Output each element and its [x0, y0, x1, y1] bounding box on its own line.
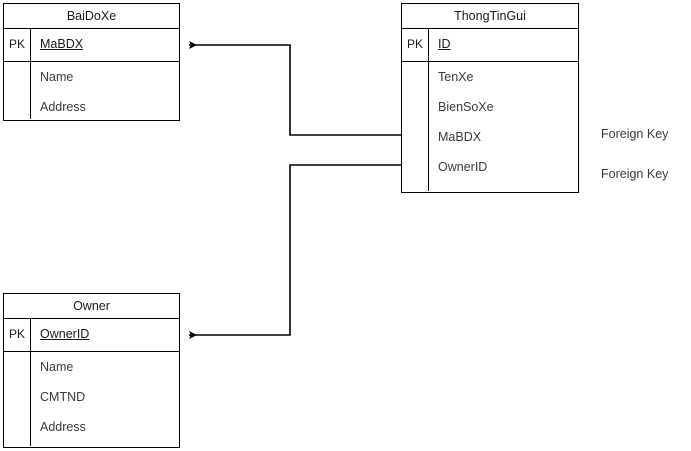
entity-baidoxe-pk-field-text: MaBDX [40, 37, 84, 51]
entity-baidoxe-body: Name Address [4, 62, 179, 119]
entity-owner[interactable]: Owner PK OwnerID Name CMTND Address [3, 293, 180, 448]
entity-thongtingui-fields: TenXe BienSoXe MaBDX OwnerID [429, 62, 578, 191]
entity-baidoxe-gutter [4, 62, 31, 119]
foreign-key-label-mabdx: Foreign Key [601, 127, 669, 141]
entity-baidoxe[interactable]: BaiDoXe PK MaBDX Name Address [3, 3, 180, 121]
entity-owner-pk-row: PK OwnerID [4, 319, 179, 352]
entity-thongtingui[interactable]: ThongTinGui PK ID TenXe BienSoXe MaBDX O… [401, 3, 579, 193]
connector-mabdx-to-baidoxe [189, 41, 401, 136]
entity-thongtingui-pk-row: PK ID [402, 29, 578, 62]
entity-owner-fields: Name CMTND Address [31, 352, 179, 446]
entity-baidoxe-pk-row: PK MaBDX [4, 29, 179, 62]
entity-baidoxe-field-address: Address [40, 100, 86, 114]
entity-owner-gutter [4, 352, 31, 446]
entity-owner-pk-tag: PK [4, 319, 31, 351]
entity-baidoxe-pk-field: MaBDX [31, 29, 179, 61]
entity-owner-field-cmtnd: CMTND [40, 390, 86, 404]
entity-owner-field-address: Address [40, 420, 86, 434]
entity-thongtingui-pk-field-text: ID [438, 37, 451, 51]
entity-owner-pk-field-text: OwnerID [40, 327, 90, 341]
entity-thongtingui-body: TenXe BienSoXe MaBDX OwnerID [402, 62, 578, 191]
entity-thongtingui-field-biensoxe: BienSoXe [438, 100, 494, 114]
entity-thongtingui-field-ownerid: OwnerID [438, 160, 488, 174]
entity-owner-title: Owner [4, 294, 179, 319]
connector-ownerid-to-owner [189, 164, 401, 339]
entity-thongtingui-field-mabdx: MaBDX [438, 130, 482, 144]
entity-owner-body: Name CMTND Address [4, 352, 179, 446]
entity-baidoxe-fields: Name Address [31, 62, 179, 119]
entity-thongtingui-field-tenxe: TenXe [438, 70, 474, 84]
entity-thongtingui-pk-field: ID [429, 29, 578, 61]
entity-baidoxe-title: BaiDoXe [4, 4, 179, 29]
entity-baidoxe-field-name: Name [40, 70, 74, 84]
foreign-key-label-ownerid: Foreign Key [601, 167, 669, 181]
entity-owner-field-name: Name [40, 360, 74, 374]
entity-owner-pk-field: OwnerID [31, 319, 179, 351]
entity-thongtingui-title: ThongTinGui [402, 4, 578, 29]
entity-thongtingui-pk-tag: PK [402, 29, 429, 61]
entity-baidoxe-pk-tag: PK [4, 29, 31, 61]
entity-thongtingui-gutter [402, 62, 429, 191]
